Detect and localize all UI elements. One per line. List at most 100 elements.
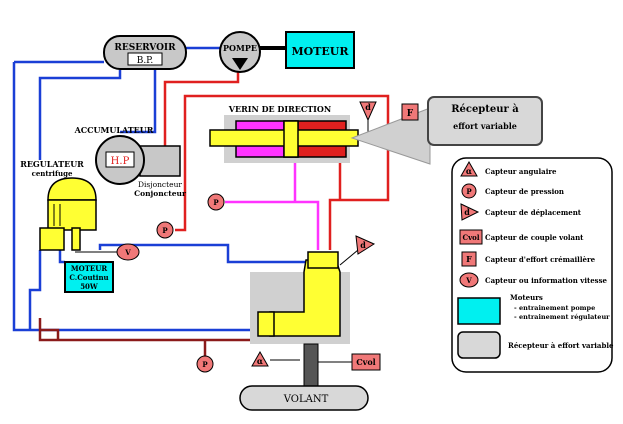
- pipe-darkred-join: [40, 328, 60, 340]
- steering-cylinder: VERIN DE DIRECTION: [209, 104, 359, 163]
- legend-item-3: Capteur de couple volant: [485, 233, 584, 242]
- displacement-sensor-valve-label: d: [360, 240, 366, 250]
- legend-item-2: Capteur de déplacement: [485, 208, 582, 217]
- magenta-lines: [225, 162, 320, 250]
- legend-receptor-icon: [457, 331, 501, 359]
- cylinder-label: VERIN DE DIRECTION: [228, 104, 331, 114]
- pressure-sensor-1-label: P: [213, 198, 219, 207]
- receptor: Récepteur à effort variable: [427, 96, 543, 146]
- legend-motor-icon: [457, 297, 501, 325]
- legend-motors-title: Moteurs: [510, 293, 543, 302]
- pressure-sensor-3-label: P: [202, 360, 208, 369]
- legend-pressure-icon: [461, 183, 477, 199]
- sensors: d F P P V d P α Cvol: [116, 101, 419, 373]
- torque-sensor: [351, 353, 381, 371]
- torque-sensor-label: Cvol: [356, 357, 375, 367]
- legend-alpha-icon: [460, 160, 478, 177]
- pump-triangle-icon: [232, 58, 248, 70]
- angular-sensor-label: α: [257, 356, 263, 366]
- legend-alpha-symbol: α: [466, 166, 472, 176]
- pipe-pressure-sensor-valve: [225, 200, 320, 250]
- speed-sensor: [116, 243, 140, 261]
- accumulator-sub: H.P: [111, 156, 130, 167]
- receptor-body: [427, 96, 543, 146]
- regulator-base: [39, 227, 65, 251]
- motor-cc-label-1: MOTEUR: [71, 264, 107, 273]
- regulator-label-1: REGULATEUR: [20, 159, 84, 169]
- motor-label: MOTEUR: [291, 45, 349, 58]
- pipe-darkred-bottom: [38, 318, 258, 342]
- pipe-regulator-motor: [58, 250, 65, 264]
- volant-body[interactable]: [239, 385, 369, 411]
- accumulator-hp-box: [105, 151, 135, 168]
- pipe-reservoir-accumulator: [120, 70, 157, 134]
- pipe-pump-accumulator: [163, 72, 240, 165]
- pump-body: [219, 31, 261, 73]
- legend-force-icon: [461, 251, 477, 267]
- pipe-return-left: [12, 62, 258, 332]
- accumulator-disjoncteur-box: [139, 145, 181, 177]
- motor-cc-body: [64, 261, 114, 293]
- volant-label: VOLANT: [283, 394, 329, 405]
- regulator-body: [47, 199, 97, 231]
- pipe-reservoir-regulator: [38, 70, 122, 160]
- pressure-sensor-1: [207, 193, 225, 211]
- legend-cvol-icon: [459, 229, 483, 245]
- regulator-dome: [47, 177, 97, 201]
- receptor-label-1: Récepteur à: [451, 104, 519, 115]
- wire-displacement-valve: [339, 249, 359, 266]
- legend-receptor-label: Récepteur à effort variable: [508, 341, 614, 350]
- legend-speed-symbol: V: [465, 276, 472, 285]
- reservoir-title: RESERVOIR: [114, 43, 176, 53]
- valve-top: [307, 251, 339, 269]
- force-sensor-label: F: [407, 109, 414, 119]
- legend: α Capteur angulaire P Capteur de pressio…: [451, 157, 614, 373]
- displacement-sensor-top: [359, 101, 377, 122]
- legend-displacement-symbol: d: [464, 207, 470, 217]
- regulator-stem: [71, 227, 81, 251]
- displacement-sensor-top-label: d: [365, 102, 371, 112]
- legend-item-4: Capteur d'effort crémaillère: [485, 255, 596, 264]
- valve-side: [257, 311, 275, 337]
- disjoncteur-label-1: Disjoncteur: [138, 180, 182, 189]
- reservoir-sub: B.P.: [137, 56, 154, 66]
- pressure-sensor-2: [156, 221, 174, 239]
- legend-force-symbol: F: [466, 254, 472, 264]
- steering-column: [303, 343, 319, 389]
- accumulator-title: ACCUMULATEUR: [74, 125, 154, 135]
- legend-speed-icon: [459, 272, 479, 288]
- angular-sensor: [251, 350, 269, 367]
- pump: POMPE: [219, 31, 261, 73]
- legend-item-1: Capteur de pression: [485, 187, 564, 196]
- legend-displacement-icon: [460, 203, 480, 221]
- legend-motors-line1: - entrainement pompe: [514, 304, 595, 312]
- legend-item-0: Capteur angulaire: [485, 167, 557, 176]
- reservoir-sub-box: [127, 52, 163, 66]
- receptor-label-2: effort variable: [453, 121, 517, 131]
- regulator-label-2: centrifuge: [32, 169, 73, 178]
- volant[interactable]: VOLANT: [239, 385, 369, 411]
- displacement-sensor-valve: [355, 235, 376, 255]
- disjoncteur-label-2: Conjoncteur: [134, 189, 187, 198]
- legend-pressure-symbol: P: [466, 187, 472, 196]
- accumulator: ACCUMULATEUR H.P Disjoncteur Conjoncteur: [74, 125, 187, 198]
- motor-cc-label-2: C.Coutinu: [69, 273, 108, 282]
- pipe-regulator-bottom: [28, 250, 42, 330]
- legend-item-5: Capteur ou information vitesse: [485, 276, 608, 285]
- steering-valve: [250, 251, 350, 389]
- motor-cc-label-3: 50W: [80, 282, 98, 291]
- regulator: REGULATEUR centrifuge: [20, 159, 97, 251]
- motor-body: [285, 31, 355, 69]
- force-sensor: [401, 103, 419, 121]
- pump-label: POMPE: [223, 43, 257, 53]
- darkred-lines: [38, 318, 258, 356]
- pressure-sensor-2-label: P: [162, 226, 168, 235]
- pipe-accumulator-sensor: [175, 165, 187, 232]
- pressure-sensor-3: [196, 355, 214, 373]
- blue-lines: [12, 46, 308, 332]
- motor-cc: MOTEUR C.Coutinu 50W: [64, 261, 114, 293]
- reservoir: RESERVOIR B.P.: [103, 35, 187, 70]
- legend-motors-line2: - entrainement régulateur: [514, 313, 610, 321]
- speed-sensor-label: V: [124, 248, 131, 257]
